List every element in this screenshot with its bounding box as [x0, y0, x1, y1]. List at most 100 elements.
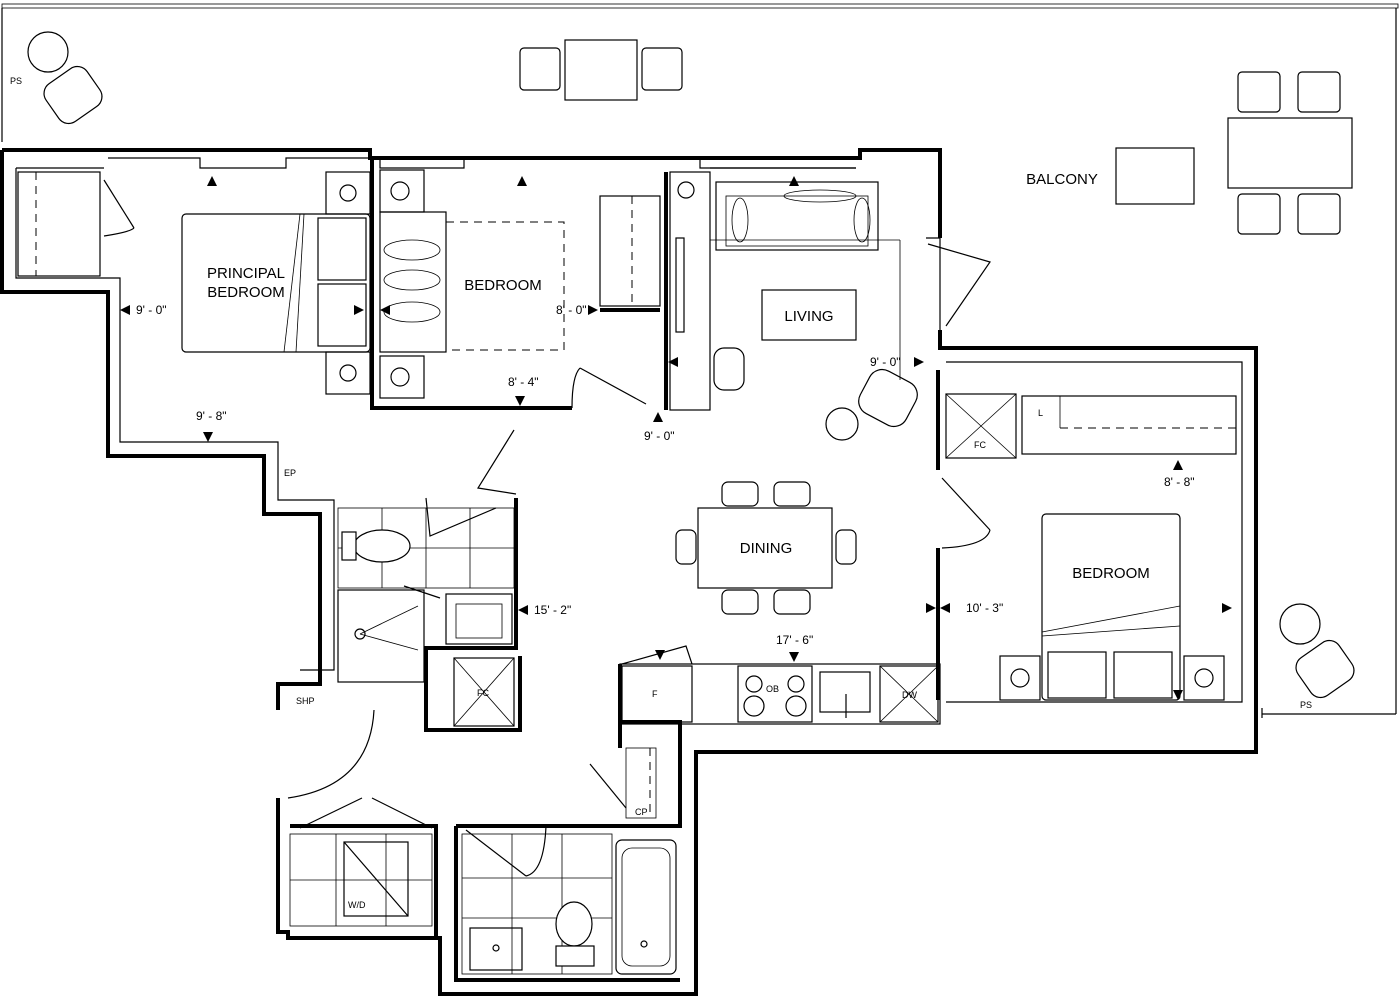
balcony-chair — [1297, 71, 1341, 113]
walls — [0, 148, 1258, 996]
nightstand — [379, 169, 425, 213]
nightstand — [325, 171, 371, 215]
media-unit — [669, 171, 711, 411]
closet-3 — [1021, 395, 1237, 455]
main-bath: CP — [461, 747, 677, 975]
balcony-chair — [1237, 193, 1281, 235]
dim-bedroom2-width: 8' - 0" — [556, 303, 587, 317]
fixture-coat-closet: CP — [635, 807, 648, 817]
dim-kitchen-length: 17' - 6" — [776, 633, 813, 647]
room-label-principal-line1: PRINCIPAL — [207, 265, 285, 282]
fixture-ps-top: PS — [10, 76, 22, 86]
toilet — [353, 529, 411, 563]
lounge-chair — [1295, 639, 1355, 699]
arrow-icon — [588, 305, 598, 315]
vanity — [445, 593, 513, 645]
fixture-dishwasher: DW — [902, 690, 917, 700]
lounge-chair — [43, 65, 103, 125]
arrow-icon — [940, 603, 950, 613]
balcony-planter — [1115, 147, 1195, 205]
arrow-icon — [517, 176, 527, 186]
nightstand — [325, 351, 371, 395]
arrow-icon — [515, 396, 525, 406]
arrow-icon — [380, 305, 390, 315]
arrow-icon — [203, 432, 213, 442]
ensuite-bath: FC — [337, 429, 517, 727]
fixture-washer-dryer: W/D — [348, 900, 366, 910]
dishwasher — [879, 665, 939, 723]
arrow-icon — [668, 357, 678, 367]
dim-bedroom2-length: 8' - 4" — [508, 375, 539, 389]
arrow-icon — [789, 176, 799, 186]
arrow-icon — [1222, 603, 1232, 613]
fixture-fc-bedroom: FC — [974, 440, 986, 450]
dim-living-width: 9' - 0" — [644, 429, 675, 443]
dim-living-depth: 9' - 0" — [870, 355, 901, 369]
tv — [675, 237, 685, 333]
side-table — [1279, 603, 1321, 645]
kitchen: F OB DW — [619, 645, 941, 725]
balcony-chair — [1237, 71, 1281, 113]
dim-principal-length: 9' - 8" — [196, 409, 227, 423]
dining-chair — [721, 589, 759, 615]
dining-table — [697, 507, 833, 589]
arrow-icon — [207, 176, 217, 186]
washer-dryer — [343, 841, 409, 917]
furnace-closet — [453, 657, 515, 727]
fixture-ep: EP — [284, 468, 296, 478]
closet — [599, 195, 661, 307]
dimension-markers — [120, 176, 1232, 700]
furnace-closet — [945, 393, 1017, 459]
bed-2-head — [379, 211, 447, 353]
fixture-ps-right: PS — [1300, 700, 1312, 710]
cooktop — [737, 665, 813, 723]
dim-bedroom3-width: 10' - 3" — [966, 601, 1003, 615]
dining-chair — [675, 529, 697, 565]
arrow-icon — [914, 357, 924, 367]
side-table — [825, 407, 859, 441]
balcony-table-large — [1227, 117, 1353, 189]
nightstand — [999, 655, 1041, 701]
arrow-icon — [120, 305, 130, 315]
bed-2 — [445, 221, 565, 351]
arrow-icon — [1173, 460, 1183, 470]
sink — [819, 671, 871, 713]
bathtub — [615, 839, 677, 975]
side-table — [27, 31, 69, 73]
arrow-icon — [926, 603, 936, 613]
bed-3 — [1041, 513, 1181, 701]
arrow-icon — [653, 412, 663, 422]
room-label-principal-line2: BEDROOM — [207, 284, 285, 301]
shower — [337, 589, 425, 683]
bedroom-2: BEDROOM — [379, 169, 661, 409]
balcony-table — [564, 39, 638, 101]
room-label-dining: DINING — [740, 540, 793, 557]
living: LIVING — [669, 171, 991, 441]
dim-bath-length: 15' - 2" — [534, 603, 571, 617]
vanity — [469, 927, 523, 971]
counter — [619, 663, 941, 725]
arrow-icon — [518, 605, 528, 615]
arrow-icon — [655, 650, 665, 660]
fixture-linen: L — [1038, 408, 1043, 418]
dining-chair — [721, 481, 759, 507]
dining-chair — [835, 529, 857, 565]
nightstand — [379, 355, 425, 399]
balcony-area — [1, 3, 1399, 718]
nightstand — [1183, 655, 1225, 701]
dining-chair — [773, 589, 811, 615]
fixture-oven: OB — [766, 684, 779, 694]
fixture-fridge: F — [652, 689, 658, 699]
arrow-icon — [789, 652, 799, 662]
bedroom-3: L FC BEDROOM — [941, 393, 1237, 701]
dining-chair — [773, 481, 811, 507]
toilet — [555, 901, 593, 947]
coffee-table — [761, 289, 857, 341]
balcony-chair — [519, 47, 561, 91]
balcony-chair — [1297, 193, 1341, 235]
dim-bedroom3-length: 8' - 8" — [1164, 475, 1195, 489]
fixture-shp: SHP — [296, 696, 315, 706]
fixture-fc-bath: FC — [477, 688, 489, 698]
room-label-balcony: BALCONY — [1026, 171, 1098, 188]
